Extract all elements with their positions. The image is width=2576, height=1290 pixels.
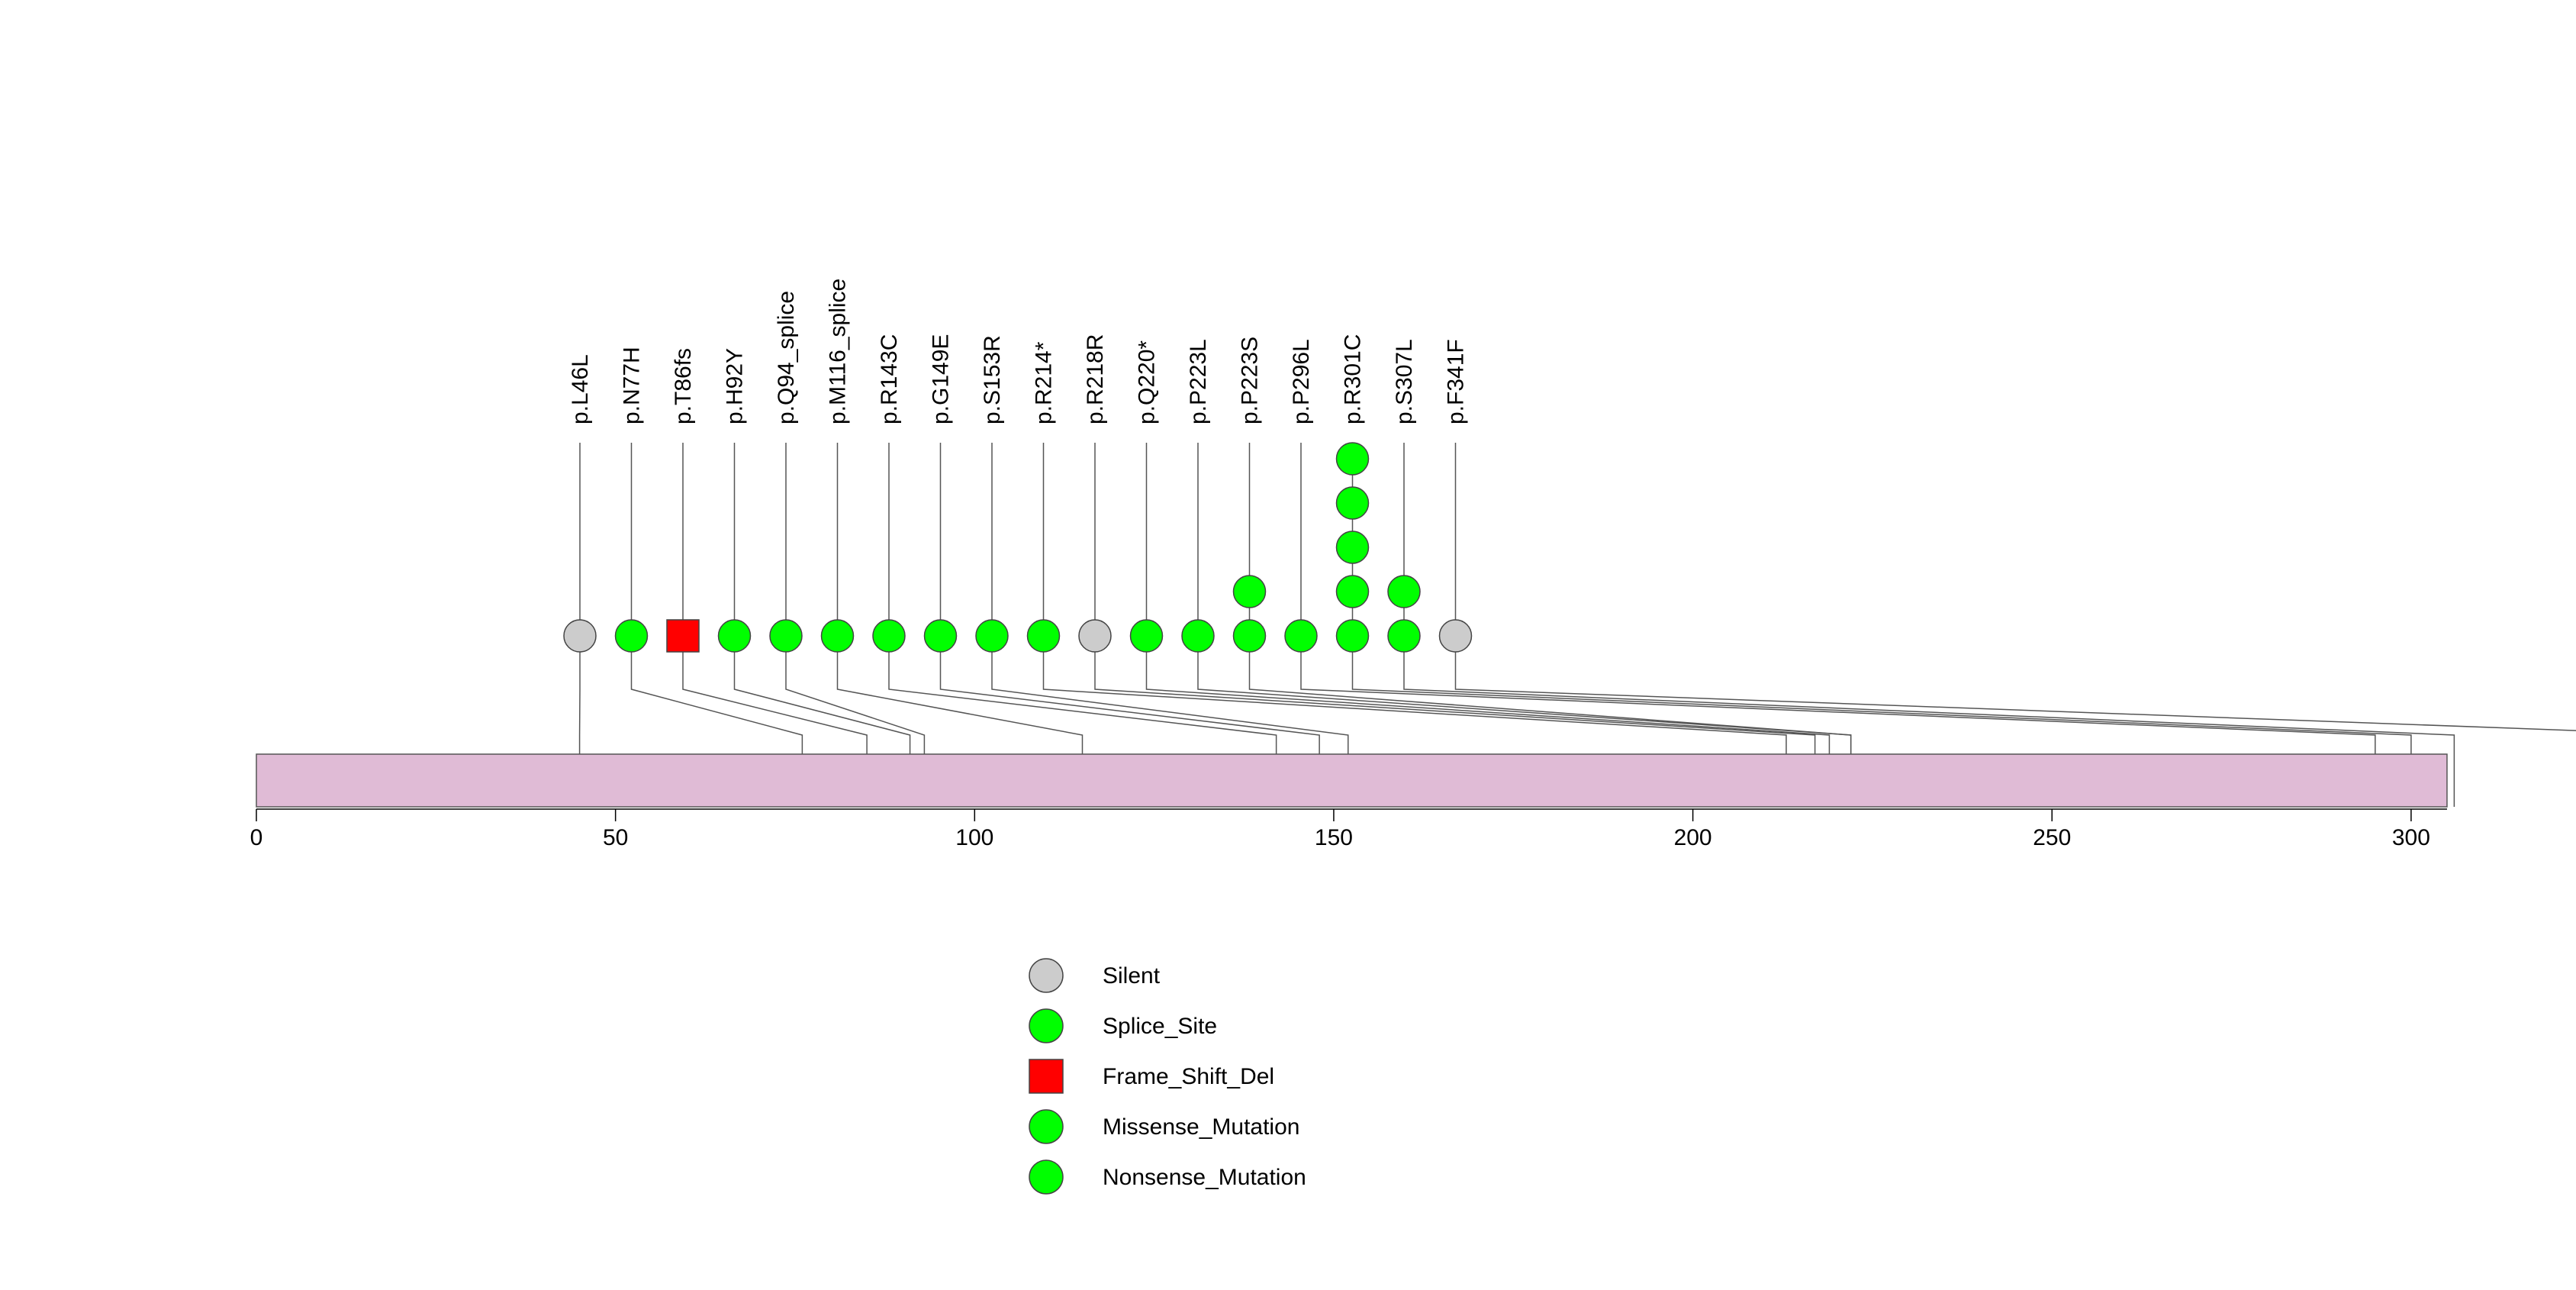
x-axis: 0 50 100 150 200 250 300 <box>250 808 2447 850</box>
mutation-marker-missense-mutation <box>975 619 1009 653</box>
mutation-marker-missense-mutation <box>1387 575 1421 608</box>
legend-label-frame-shift-del: Frame_Shift_Del <box>1103 1064 1274 1089</box>
mutation-marker-missense-mutation <box>1335 575 1370 608</box>
mutation-label: p.T86fs <box>671 348 696 424</box>
mutation-marker-silent <box>1078 619 1112 653</box>
mutation-label: p.M116_splice <box>826 279 851 424</box>
legend-swatch-missense-mutation <box>1029 1109 1064 1144</box>
mutation-label: p.Q220* <box>1135 340 1160 424</box>
mutation-label: p.S153R <box>980 335 1005 424</box>
x-tick-label: 150 <box>1315 825 1353 850</box>
mutation-marker-missense-mutation <box>717 619 752 653</box>
legend-swatch-frame-shift-del <box>1029 1059 1064 1094</box>
x-tick-label: 50 <box>603 825 628 850</box>
mutation-marker-splice-site <box>820 619 855 653</box>
mutation-marker-frame-shift-del <box>666 619 700 653</box>
legend: SilentSplice_SiteFrame_Shift_DelMissense… <box>1029 958 1306 1195</box>
mutation-marker-missense-mutation <box>1232 575 1267 608</box>
mutation-marker-missense-mutation <box>1181 619 1215 653</box>
x-tick-label: 0 <box>250 825 263 850</box>
mutation-marker-missense-mutation <box>1335 619 1370 653</box>
mutation-label: p.G149E <box>929 334 954 424</box>
mutation-label: p.P223L <box>1186 339 1211 424</box>
legend-label-splice-site: Splice_Site <box>1103 1014 1217 1039</box>
mutation-marker-missense-mutation <box>1387 619 1421 653</box>
mutation-label: p.R301C <box>1341 334 1366 424</box>
mutation-marker-missense-mutation <box>872 619 906 653</box>
mutation-labels: p.L46L p.N77H p.T86fs p.H92Y p.Q94_splice p.M… <box>568 279 1469 424</box>
mutation-marker-silent <box>1438 619 1473 653</box>
mutation-marker-missense-mutation <box>1335 442 1370 476</box>
x-tick-label: 200 <box>1674 825 1712 850</box>
mutation-marker-nonsense-mutation <box>1129 619 1164 653</box>
legend-label-missense-mutation: Missense_Mutation <box>1103 1114 1299 1140</box>
legend-label-silent: Silent <box>1103 963 1161 988</box>
mutation-label: p.R214* <box>1032 341 1057 424</box>
mutation-marker-missense-mutation <box>614 619 649 653</box>
legend-label-nonsense-mutation: Nonsense_Mutation <box>1103 1165 1306 1190</box>
legend-swatch-silent <box>1029 958 1064 993</box>
legend-swatch-nonsense-mutation <box>1029 1159 1064 1195</box>
mutation-marker-missense-mutation <box>1335 531 1370 564</box>
mutation-label: p.R143C <box>877 334 902 424</box>
mutation-marker-missense-mutation <box>1232 619 1267 653</box>
mutation-marker-splice-site <box>769 619 803 653</box>
mutation-label: p.F341F <box>1444 339 1469 424</box>
mutation-label: p.L46L <box>568 354 593 424</box>
mutation-marker-missense-mutation <box>923 619 958 653</box>
mutation-marker-silent <box>563 619 597 653</box>
mutation-marker-missense-mutation <box>1335 486 1370 520</box>
mutation-marker-missense-mutation <box>1284 619 1318 653</box>
x-tick-label: 300 <box>2392 825 2430 850</box>
mutation-label: p.H92Y <box>723 348 748 424</box>
mutation-label: p.P223S <box>1238 337 1263 424</box>
mutation-label: p.P296L <box>1289 339 1314 424</box>
mutation-label: p.N77H <box>620 347 645 424</box>
mutation-label: p.R218R <box>1083 334 1108 424</box>
protein-domain-bar <box>256 753 2448 808</box>
mutation-marker-nonsense-mutation <box>1026 619 1061 653</box>
mutation-stem <box>1454 443 2576 731</box>
legend-swatch-splice-site <box>1029 1008 1064 1043</box>
mutation-label: p.S307L <box>1392 339 1417 424</box>
mutation-stem <box>1351 443 2412 807</box>
mutation-stem <box>1403 443 2455 807</box>
x-tick-label: 100 <box>955 825 993 850</box>
mutation-markers <box>563 442 1473 653</box>
x-tick-label: 250 <box>2033 825 2071 850</box>
mutation-label: p.Q94_splice <box>774 291 799 424</box>
mutation-stem <box>785 443 926 807</box>
